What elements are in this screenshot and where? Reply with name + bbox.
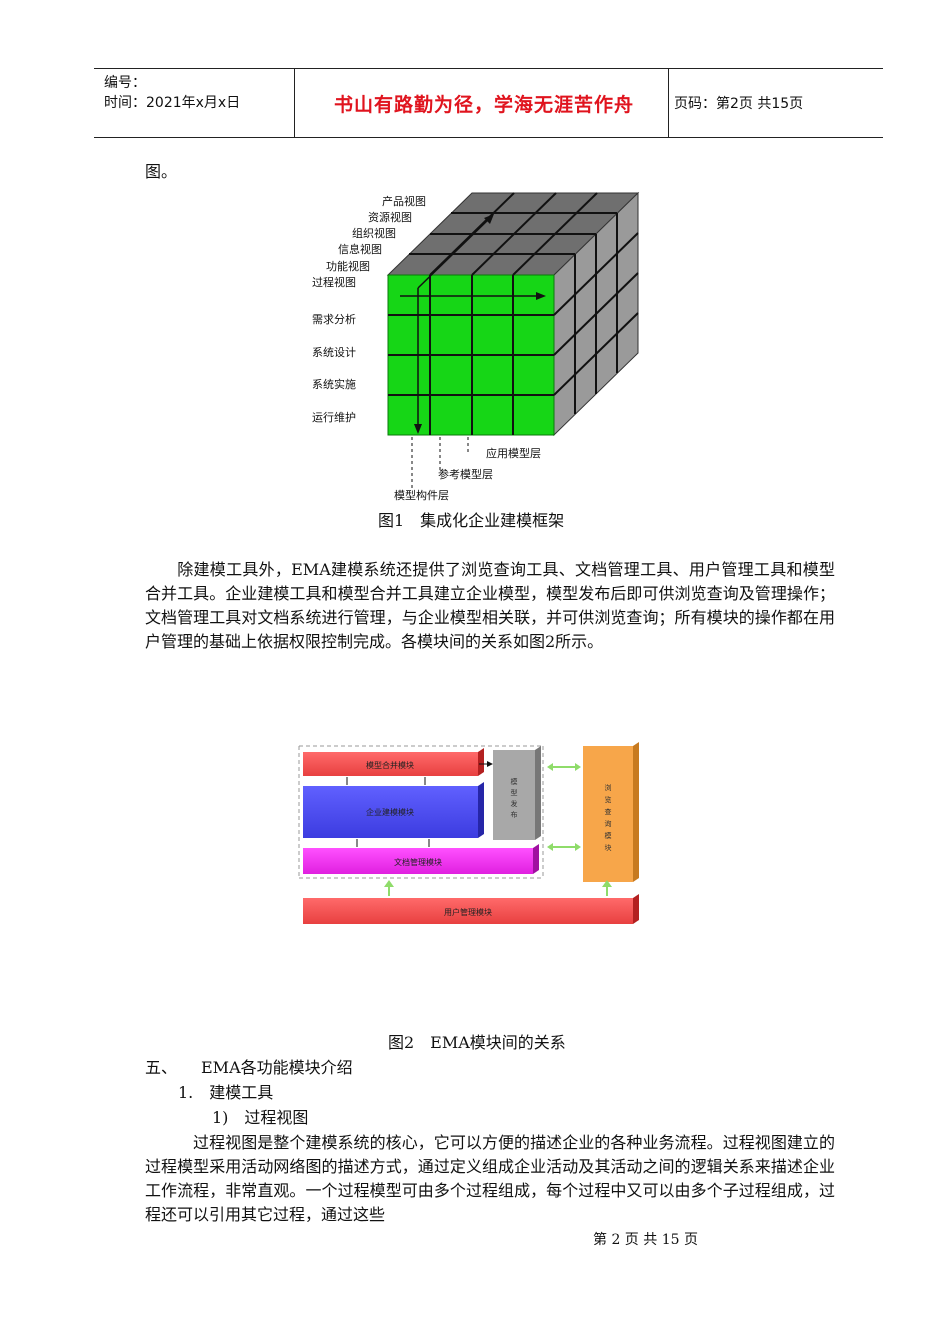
view-label: 产品视图 [382, 194, 426, 208]
figure1-cube-diagram: 产品视图 资源视图 组织视图 信息视图 功能视图 过程视图 需求分析 系统设计 … [312, 191, 640, 502]
view-label: 组织视图 [352, 226, 396, 240]
paragraph-text: 过程视图是整个建模系统的核心，它可以方便的描述企业的各种业务流程。过程视图建立的… [145, 1133, 835, 1224]
subsection-heading: 1. 建模工具 [178, 1083, 274, 1102]
phase-label: 需求分析 [312, 312, 356, 326]
layer-label: 应用模型层 [486, 446, 541, 460]
subsubsection-heading: 1) 过程视图 [212, 1108, 309, 1127]
header-page-info: 页码：第2页 共15页 [674, 96, 804, 112]
header-divider [294, 69, 295, 137]
view-label: 资源视图 [368, 210, 412, 224]
page-header: 编号： 时间：2021年x月x日 书山有路勤为径，学海无涯苦作舟 页码：第2页 … [94, 68, 883, 138]
time-label: 时间：2021年x月x日 [104, 95, 241, 111]
vertical-char: 模 [511, 777, 518, 786]
doc-module-label: 文档管理模块 [394, 857, 442, 867]
view-label: 信息视图 [338, 242, 382, 256]
paragraph-process-view: 过程视图是整个建模系统的核心，它可以方便的描述企业的各种业务流程。过程视图建立的… [145, 1131, 835, 1227]
vertical-char: 询 [605, 819, 612, 828]
view-label: 过程视图 [312, 275, 356, 289]
phase-label: 系统实施 [312, 377, 356, 391]
figure2-caption: 图2 EMA模块间的关系 [388, 1033, 566, 1052]
figure1-caption: 图1 集成化企业建模框架 [378, 511, 565, 530]
paragraph-modules: 除建模工具外，EMA建模系统还提供了浏览查询工具、文档管理工具、用户管理工具和模… [145, 558, 835, 654]
merge-module-label: 模型合并模块 [366, 760, 414, 770]
publish-label: 模型发布 [511, 777, 518, 819]
vertical-char: 发 [511, 799, 518, 808]
layer-label: 模型构件层 [394, 488, 449, 502]
vertical-char: 块 [605, 843, 612, 852]
intro-fragment: 图。 [145, 162, 178, 181]
vertical-char: 布 [511, 810, 518, 819]
section-heading: 五、 EMA各功能模块介绍 [145, 1058, 353, 1077]
header-motto: 书山有路勤为径，学海无涯苦作舟 [333, 93, 634, 116]
paragraph-text: 除建模工具外，EMA建模系统还提供了浏览查询工具、文档管理工具、用户管理工具和模… [145, 560, 835, 651]
vertical-char: 查 [605, 807, 612, 816]
vertical-char: 浏 [605, 783, 612, 792]
vertical-char: 模 [605, 831, 612, 840]
number-label: 编号： [104, 75, 146, 91]
header-meta: 编号： 时间：2021年x月x日 [104, 73, 240, 113]
phase-label: 系统设计 [312, 346, 356, 359]
header-divider [668, 69, 669, 137]
enterprise-module-label: 企业建模模块 [366, 807, 414, 817]
user-module-label: 用户管理模块 [444, 907, 492, 917]
vertical-char: 型 [511, 788, 518, 797]
view-label: 功能视图 [326, 259, 370, 273]
page-footer: 第 2 页 共 15 页 [593, 1232, 698, 1248]
phase-label: 运行维护 [312, 410, 356, 424]
vertical-char: 览 [605, 795, 612, 804]
layer-label: 参考模型层 [438, 467, 493, 481]
